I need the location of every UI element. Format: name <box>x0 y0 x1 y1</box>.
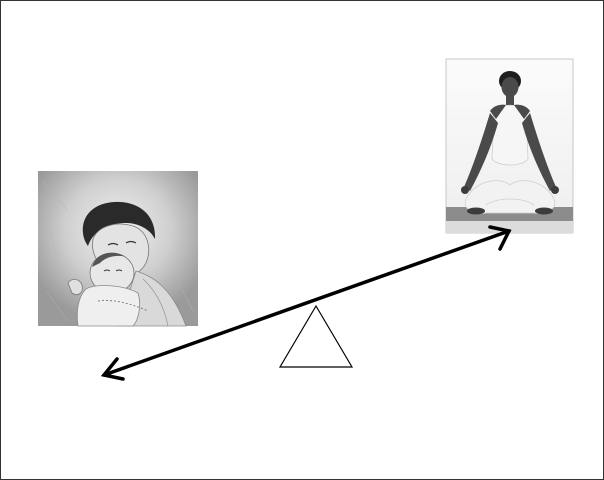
triangle-fulcrum-icon <box>280 306 352 367</box>
mother-and-child-painting-icon <box>38 171 198 326</box>
meditating-woman-photo-icon <box>446 59 573 233</box>
